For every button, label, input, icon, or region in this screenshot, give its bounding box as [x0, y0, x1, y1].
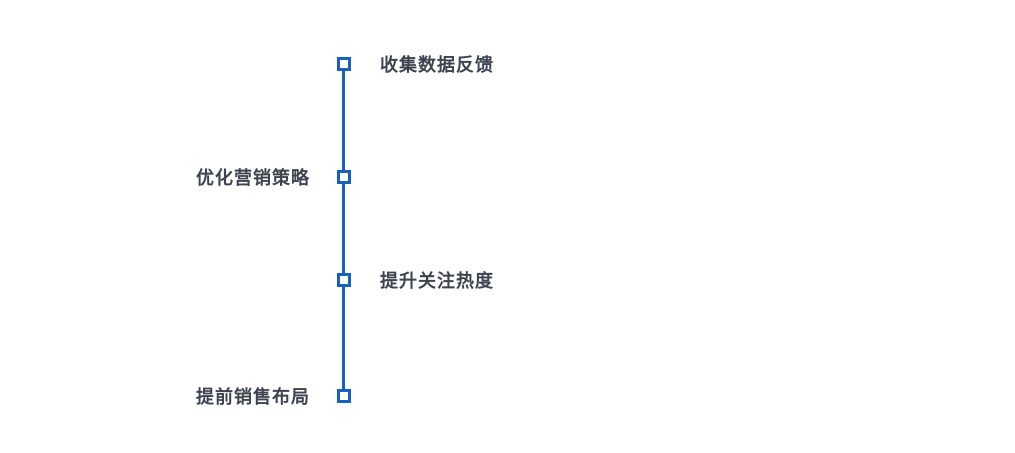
timeline-label: 提前销售布局 — [196, 387, 310, 408]
timeline-label: 提升关注热度 — [380, 271, 494, 292]
timeline-label: 收集数据反馈 — [380, 55, 494, 76]
timeline-label: 优化营销策略 — [196, 168, 310, 189]
timeline-node — [337, 57, 351, 71]
timeline-node — [337, 389, 351, 403]
timeline-node — [337, 273, 351, 287]
timeline-line — [342, 64, 345, 396]
timeline-node — [337, 170, 351, 184]
